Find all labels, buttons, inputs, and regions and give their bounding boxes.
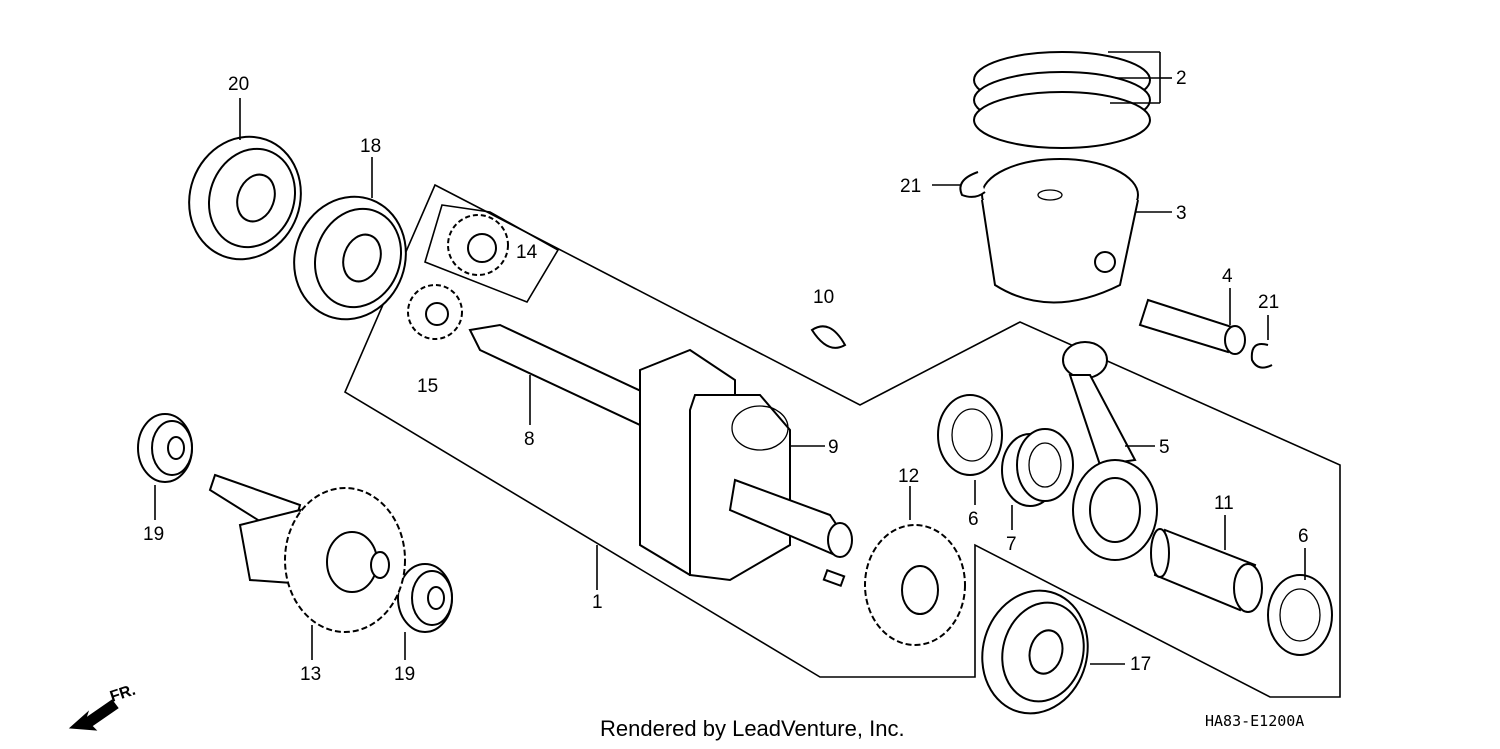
callout-9: 9 xyxy=(828,437,839,458)
bearing-18 xyxy=(293,195,407,321)
callout-6-upper: 6 xyxy=(968,509,979,530)
clip-21-left xyxy=(959,171,986,198)
bearing-17 xyxy=(981,589,1089,715)
balancer-13 xyxy=(208,473,406,633)
callout-19-left: 19 xyxy=(143,524,164,545)
gear-12 xyxy=(864,524,966,646)
callout-15: 15 xyxy=(417,376,438,397)
callout-6-lower: 6 xyxy=(1298,526,1309,547)
connecting-rod-5 xyxy=(1062,341,1158,561)
leader-lines xyxy=(154,51,1306,665)
callout-11: 11 xyxy=(1214,493,1234,514)
arrow-icon xyxy=(68,699,119,731)
diagram-code: HA83-E1200A xyxy=(1205,712,1305,730)
gear-14 xyxy=(447,214,509,276)
washer-6-lower xyxy=(1267,574,1333,656)
callout-1: 1 xyxy=(592,592,603,613)
callout-4: 4 xyxy=(1222,266,1233,287)
direction-label: FR. xyxy=(108,682,138,706)
front-direction-indicator: FR. xyxy=(68,682,138,731)
callout-5: 5 xyxy=(1159,437,1170,458)
crank-pin-11 xyxy=(1150,528,1263,613)
clip-21-right xyxy=(1250,343,1273,369)
callout-18: 18 xyxy=(360,136,381,157)
callout-7: 7 xyxy=(1006,534,1017,555)
callout-17: 17 xyxy=(1130,654,1151,675)
gear-14-box xyxy=(424,204,560,303)
callout-10: 10 xyxy=(813,287,834,308)
callout-21-upper: 21 xyxy=(900,176,921,197)
key-10 xyxy=(810,325,847,349)
callout-12: 12 xyxy=(898,466,919,487)
gear-15 xyxy=(407,284,463,340)
callout-3: 3 xyxy=(1176,203,1187,224)
washer-6-upper xyxy=(937,394,1003,476)
needle-bearing-7 xyxy=(1001,428,1074,507)
piston-rings-2 xyxy=(973,51,1151,149)
bearing-19-left xyxy=(137,413,193,483)
piston-3 xyxy=(981,158,1139,304)
callout-13: 13 xyxy=(300,664,321,685)
callout-14: 14 xyxy=(516,242,538,263)
credit-line: Rendered by LeadVenture, Inc. xyxy=(600,716,905,741)
callout-2: 2 xyxy=(1176,68,1187,89)
callout-21-lower: 21 xyxy=(1258,292,1279,313)
bearing-19-right xyxy=(397,563,453,633)
callout-19-right: 19 xyxy=(394,664,415,685)
bearing-20 xyxy=(188,135,302,261)
crankshaft xyxy=(468,323,853,588)
callout-20: 20 xyxy=(228,74,249,95)
callout-8: 8 xyxy=(524,429,535,450)
assembly-outline xyxy=(343,183,1341,698)
piston-pin-4 xyxy=(1138,298,1246,355)
